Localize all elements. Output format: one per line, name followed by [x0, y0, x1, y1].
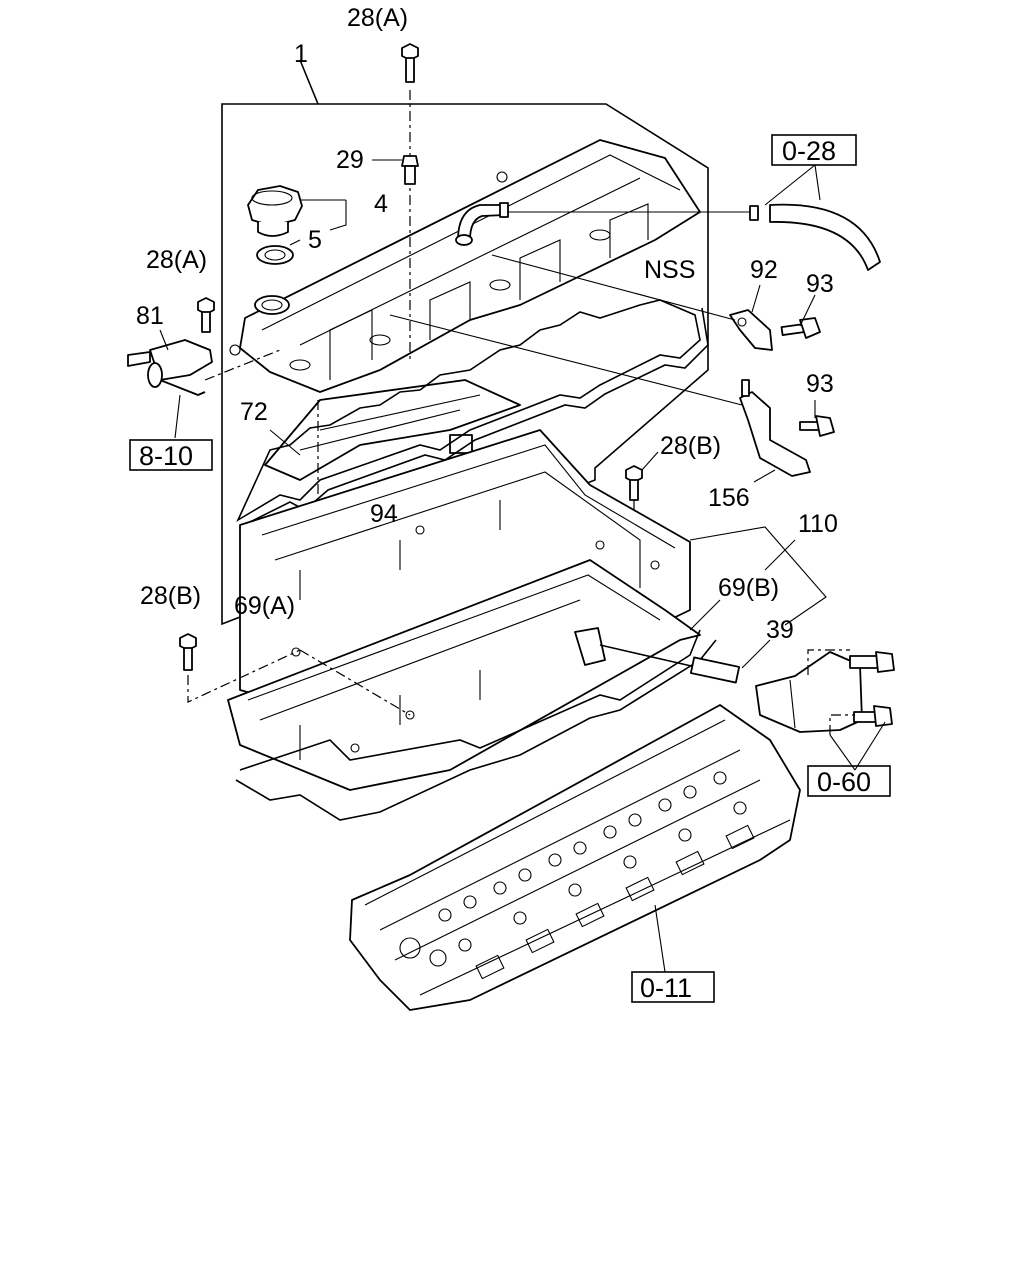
label-72: 72: [240, 398, 268, 426]
leader-060b: [854, 721, 886, 771]
leader-110b: [764, 539, 796, 571]
centerline-28b-left: [187, 649, 301, 703]
label-92: 92: [750, 256, 778, 284]
sensor-81: [127, 339, 213, 396]
stud-29: [401, 155, 419, 185]
ref-011-text: 0-11: [640, 973, 692, 1003]
gasket-69a: [236, 299, 701, 522]
leader-060a: [829, 734, 856, 771]
lower-frame: [227, 559, 701, 791]
breather-hose: [749, 203, 881, 271]
centerline-060a: [807, 649, 850, 675]
label-69b: 69(B): [718, 574, 779, 602]
label-39: 39: [766, 616, 794, 644]
label-29: 29: [336, 146, 364, 174]
oil-filler-cap: [247, 185, 303, 237]
label-81: 81: [136, 302, 164, 330]
leader-028a: [764, 164, 816, 206]
head-ports: [475, 824, 755, 980]
label-93-upper: 93: [806, 270, 834, 298]
bolt-93-upper: [780, 317, 821, 339]
leader-92: [751, 284, 761, 313]
ref-060-text: 0-60: [817, 767, 871, 797]
label-28a-left: 28(A): [146, 246, 207, 274]
bolt-28a-left: [197, 297, 215, 333]
head-valve-holes: [399, 771, 747, 967]
leader-011: [654, 904, 666, 973]
leader-72: [269, 429, 301, 456]
leader-69b: [689, 599, 721, 631]
cylinder-head: [349, 704, 801, 1011]
leader-110: [689, 526, 827, 626]
gasket-69b-outer: [235, 639, 717, 821]
injector-39: [574, 627, 741, 684]
ref-box-060: 0-60: [807, 765, 891, 797]
gasket-69b: [239, 629, 701, 771]
leader-028b: [814, 164, 821, 201]
leader-39: [741, 639, 771, 669]
label-156: 156: [708, 484, 750, 512]
connector-bracket: [755, 651, 895, 733]
leader-1: [299, 59, 319, 105]
leader-156: [753, 469, 776, 483]
ref-box-011: 0-11: [631, 971, 715, 1003]
leader-4b: [329, 200, 347, 231]
leader-5: [289, 239, 301, 246]
label-110: 110: [798, 510, 838, 538]
leader-81: [159, 329, 169, 351]
label-94: 94: [370, 500, 398, 528]
leader-810: [174, 394, 181, 439]
label-28b-mid: 28(B): [660, 432, 721, 460]
ref-box-028: 0-28: [771, 134, 857, 166]
label-nss: NSS: [644, 256, 695, 284]
bolt-93-lower: [799, 415, 835, 437]
leader-28b-mid: [641, 451, 659, 471]
ref-810-text: 8-10: [139, 441, 193, 471]
bolt-28a-top: [401, 43, 419, 83]
label-1: 1: [294, 40, 308, 68]
ref-028-text: 0-28: [782, 136, 836, 166]
breather-elbow: [455, 202, 509, 246]
centerline-81: [204, 349, 281, 381]
label-28b-left: 28(B): [140, 582, 201, 610]
label-93-lower: 93: [806, 370, 834, 398]
centerline-28b-left-b: [299, 649, 411, 716]
bracket-156: [739, 379, 811, 477]
leader-93-upper: [799, 294, 816, 327]
label-5: 5: [308, 226, 322, 254]
bracket-92: [729, 309, 773, 351]
leader-92-line: [491, 254, 736, 321]
label-4: 4: [374, 190, 388, 218]
centerline-060b: [829, 714, 855, 735]
label-28a-top: 28(A): [347, 4, 408, 32]
rocker-cover: [229, 139, 701, 393]
label-69a: 69(A): [234, 592, 295, 620]
ref-box-810: 8-10: [129, 439, 213, 471]
filler-cap-seal: [256, 245, 294, 265]
leader-156-line: [389, 314, 743, 406]
bolt-28b-mid: [625, 465, 643, 501]
bolt-28b-left: [179, 633, 197, 671]
